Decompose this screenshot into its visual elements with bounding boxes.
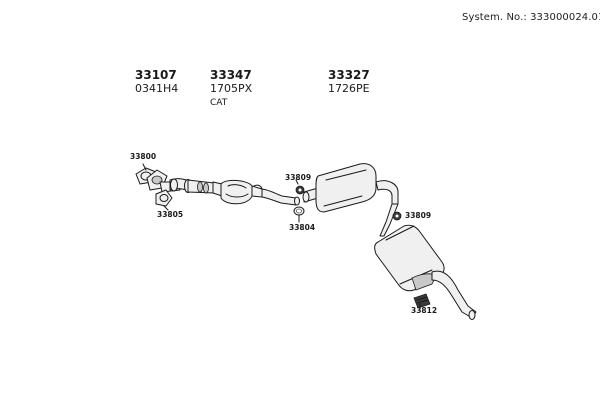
callout-33804: 33804 [289, 223, 315, 232]
clamp-33809-lower-icon [392, 211, 402, 221]
part-code: 1705PX [210, 82, 253, 95]
intermediate-pipe-icon [379, 203, 399, 237]
callout-33812: 33812 [411, 306, 437, 315]
tail-pipe-icon [431, 270, 477, 320]
callout-33805: 33805 [157, 210, 183, 219]
ring-gasket-33804-icon [293, 206, 305, 216]
middle-silencer-icon [302, 163, 399, 213]
front-pipe-icon [146, 169, 215, 194]
catalytic-converter-icon [212, 179, 263, 205]
callout-33809-lower: 33809 [405, 211, 431, 220]
part-code: 0341H4 [135, 82, 179, 95]
part-note: CAT [210, 98, 228, 108]
leader-line [163, 205, 169, 211]
part-code: 1726PE [328, 82, 370, 95]
part-number: 33347 [210, 68, 252, 82]
leader-line [295, 179, 299, 185]
gasket-33805-icon [155, 189, 173, 207]
connecting-pipe-icon [253, 184, 300, 206]
hanger-33812-icon [413, 293, 431, 309]
callout-33809: 33809 [285, 173, 311, 182]
part-number: 33107 [135, 68, 177, 82]
part-header-front-pipe: 33107 0341H4 [135, 68, 178, 95]
part-number: 33327 [328, 68, 370, 82]
system-number: System. No.: 333000024.01 [462, 12, 600, 23]
part-header-catalyst: 33347 1705PX CAT [210, 68, 252, 110]
clamp-33809-icon [295, 185, 305, 195]
rear-silencer-icon [374, 224, 445, 292]
part-header-middle-silencer: 33327 1726PE [328, 68, 370, 95]
callout-33800: 33800 [130, 152, 156, 161]
leader-line [142, 163, 147, 171]
